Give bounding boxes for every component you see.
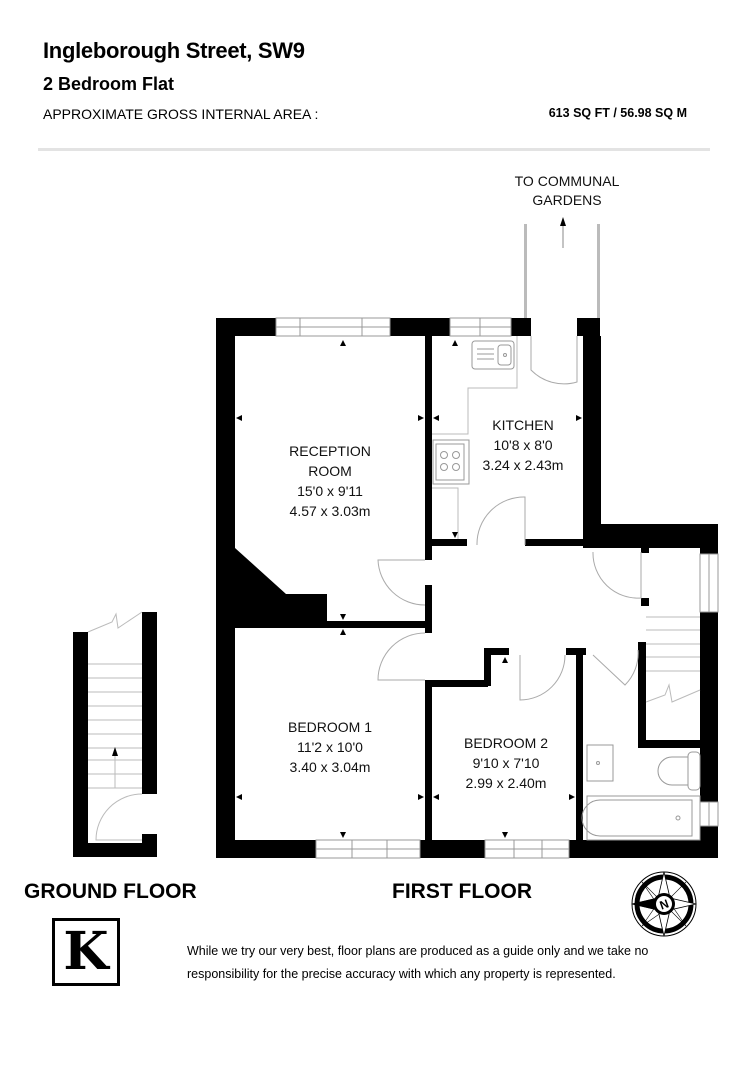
bedroom1-metric: 3.40 x 3.04m xyxy=(290,759,371,775)
bathtub-icon xyxy=(581,795,701,841)
first-floor-label: FIRST FLOOR xyxy=(392,880,532,903)
garden-path-wall xyxy=(597,224,600,320)
bathroom-basin-icon xyxy=(586,744,614,782)
kitchen-worktop xyxy=(432,336,518,539)
compass-north-icon: N xyxy=(631,871,697,937)
agency-logo: K xyxy=(52,918,120,986)
garden-label-line2: GARDENS xyxy=(532,192,601,208)
property-subtitle: 2 Bedroom Flat xyxy=(43,74,175,94)
toilet-icon xyxy=(657,751,701,791)
dimension-markers xyxy=(236,340,582,838)
first-floor-stairs xyxy=(645,616,701,703)
stair-up-arrow-icon xyxy=(112,747,118,756)
kitchen-name: KITCHEN xyxy=(492,417,553,433)
garden-arrow-icon xyxy=(560,217,566,248)
garden-path-wall xyxy=(524,224,527,320)
area-label: APPROXIMATE GROSS INTERNAL AREA : xyxy=(43,106,319,122)
reception-name-1: RECEPTION xyxy=(289,443,371,459)
ground-floor-stairs xyxy=(87,611,143,841)
area-value: 613 SQ FT / 56.98 SQ M xyxy=(548,106,687,120)
hob-icon xyxy=(432,439,470,485)
reception-name-2: ROOM xyxy=(308,463,352,479)
reception-metric: 4.57 x 3.03m xyxy=(290,503,371,519)
garden-label-line1: TO COMMUNAL xyxy=(515,173,620,189)
logo-letter: K xyxy=(63,921,109,982)
kitchen-sink-icon xyxy=(471,340,515,370)
bedroom1-name: BEDROOM 1 xyxy=(288,719,372,735)
ground-floor-label: GROUND FLOOR xyxy=(24,880,197,903)
first-floor-walls xyxy=(216,318,718,858)
ground-floor-walls xyxy=(73,612,157,857)
disclaimer-text: While we try our very best, floor plans … xyxy=(187,944,649,981)
windows xyxy=(275,317,719,859)
reception-imperial: 15'0 x 9'11 xyxy=(297,483,363,499)
bedroom2-name: BEDROOM 2 xyxy=(464,735,548,751)
kitchen-imperial: 10'8 x 8'0 xyxy=(493,437,552,453)
bedroom2-metric: 2.99 x 2.40m xyxy=(466,775,547,791)
doors xyxy=(377,336,642,701)
property-title: Ingleborough Street, SW9 xyxy=(43,38,305,63)
kitchen-metric: 3.24 x 2.43m xyxy=(483,457,564,473)
bedroom2-imperial: 9'10 x 7'10 xyxy=(473,755,540,771)
bedroom1-imperial: 11'2 x 10'0 xyxy=(297,739,363,755)
header-divider xyxy=(38,148,710,151)
